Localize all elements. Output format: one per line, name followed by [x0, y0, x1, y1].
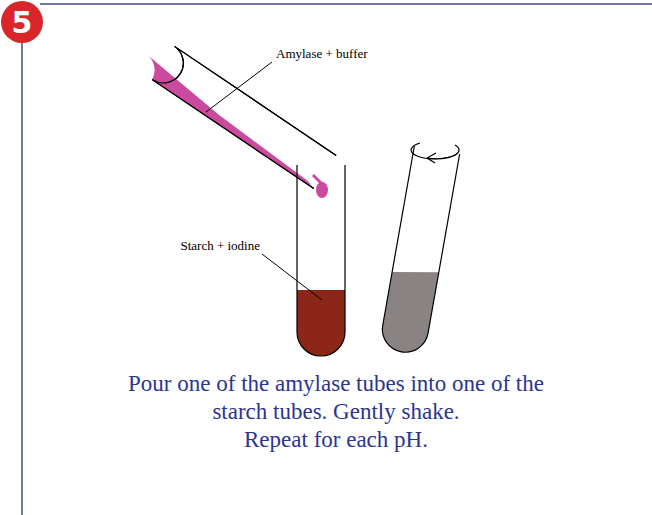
frame-line — [21, 42, 23, 515]
rotation-arrow — [411, 143, 459, 163]
part-label: Starch + iodine — [180, 238, 260, 254]
frame-line — [40, 3, 652, 5]
leader-line — [206, 62, 272, 112]
step-number: 5 — [12, 5, 33, 40]
step-badge: 5 — [1, 1, 43, 43]
starch-tube — [297, 165, 345, 356]
leader-line — [262, 254, 322, 300]
instruction-text: Pour one of the amylase tubes into one o… — [101, 370, 571, 426]
shaken-tube — [379, 146, 460, 356]
part-label: Amylase + buffer — [276, 46, 368, 62]
liquid-drop — [316, 182, 328, 198]
instruction-text: Repeat for each pH. — [101, 426, 571, 454]
